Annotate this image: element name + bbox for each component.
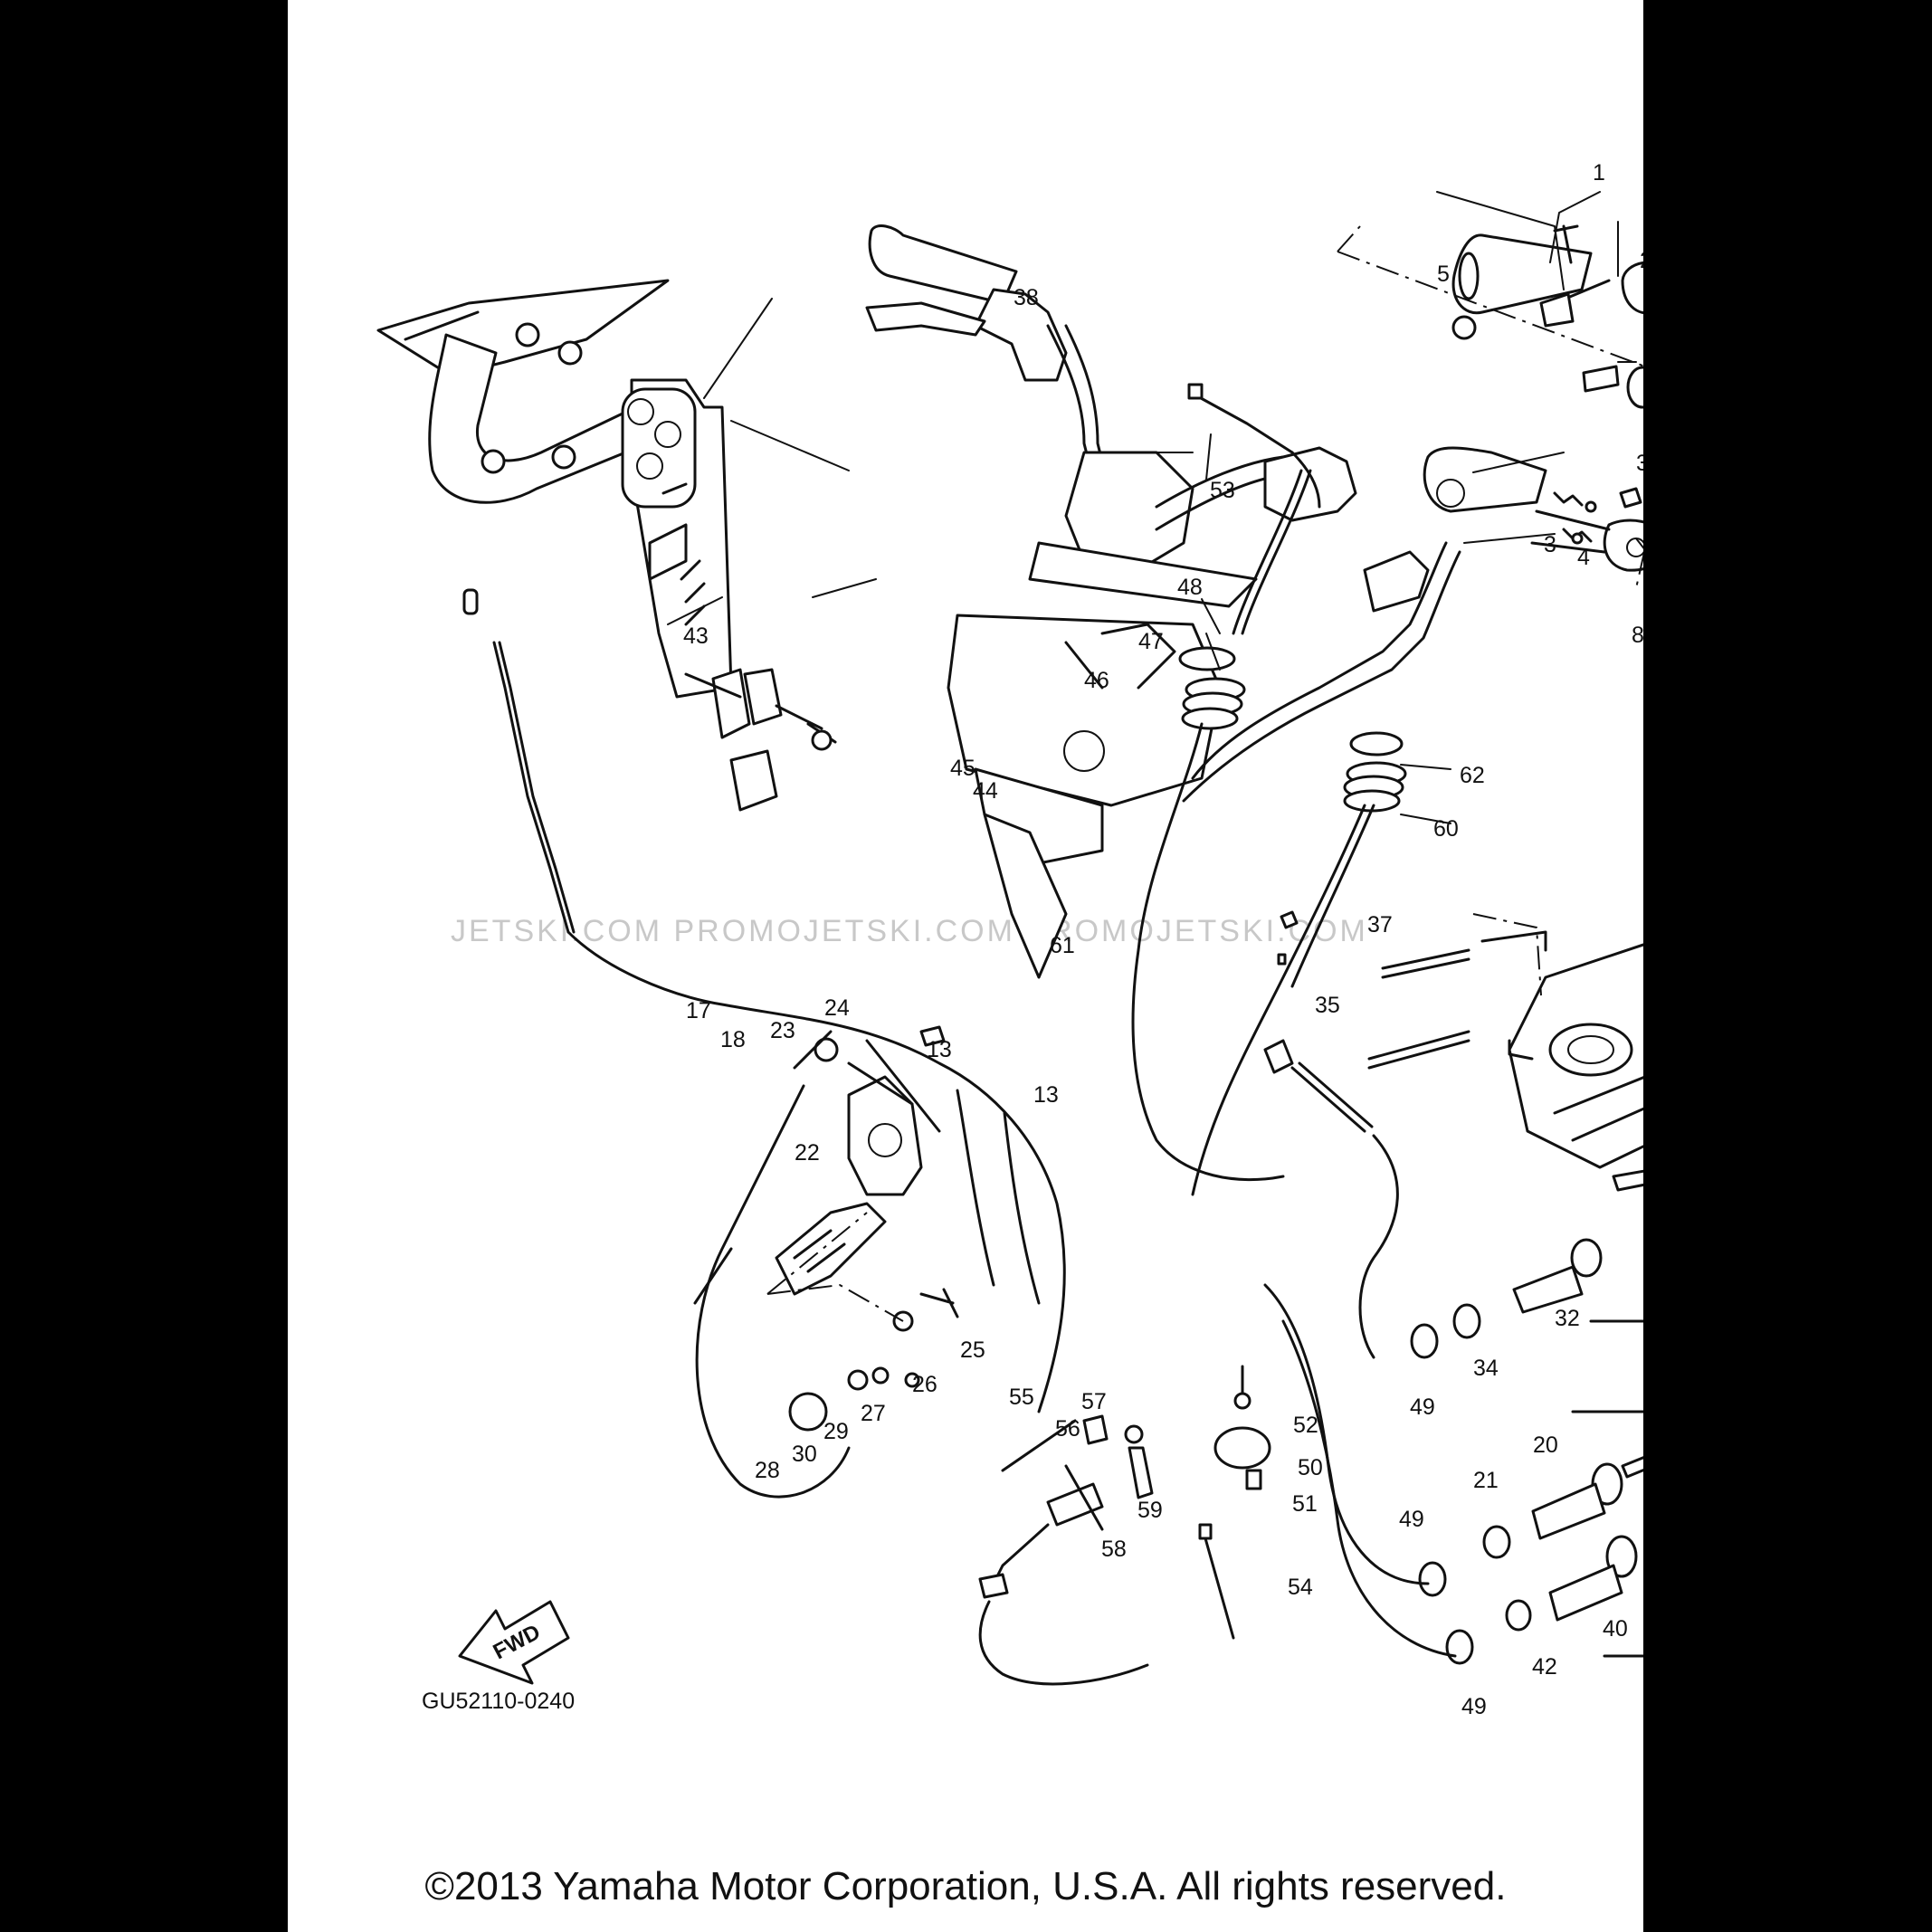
callout-28: 28 bbox=[755, 1458, 780, 1483]
choke-cable-parts bbox=[1410, 1169, 1643, 1665]
diagram-code: GU52110-0240 bbox=[422, 1689, 575, 1714]
callout-30: 30 bbox=[792, 1442, 817, 1467]
callout-24: 24 bbox=[824, 995, 850, 1021]
callout-32: 32 bbox=[1555, 1306, 1580, 1331]
diagram-sheet: JETSKI.COM PROMOJETSKI.COM PROMOJETSKI.C… bbox=[288, 0, 1643, 1932]
callout-49a: 49 bbox=[1410, 1394, 1435, 1420]
exploded-parts-diagram: JETSKI.COM PROMOJETSKI.COM PROMOJETSKI.C… bbox=[376, 160, 1643, 1719]
callout-27: 27 bbox=[861, 1401, 886, 1426]
throttle-mechanism bbox=[693, 1025, 1041, 1499]
callout-40: 40 bbox=[1603, 1616, 1628, 1642]
callout-60: 60 bbox=[1433, 816, 1459, 842]
callout-45: 45 bbox=[950, 756, 976, 781]
callout-50: 50 bbox=[1298, 1455, 1323, 1480]
handlebar-assembly bbox=[865, 224, 1461, 979]
callout-49c: 49 bbox=[1461, 1694, 1487, 1719]
right-grip-assembly bbox=[1337, 224, 1643, 367]
carb-cables bbox=[1263, 910, 1470, 1359]
callout-43: 43 bbox=[683, 623, 709, 649]
callout-1: 1 bbox=[1593, 160, 1605, 186]
callout-26: 26 bbox=[912, 1372, 937, 1397]
callout-52: 52 bbox=[1293, 1413, 1318, 1438]
callout-38: 38 bbox=[1014, 285, 1039, 310]
callout-48: 48 bbox=[1177, 575, 1203, 600]
callout-18: 18 bbox=[720, 1027, 746, 1052]
callout-55: 55 bbox=[1009, 1385, 1034, 1410]
callout-25: 25 bbox=[960, 1337, 985, 1363]
callout-49b: 49 bbox=[1399, 1507, 1424, 1532]
callout-53: 53 bbox=[1210, 478, 1235, 503]
cable-53-and-boots bbox=[1131, 383, 1407, 1196]
callout-13a: 13 bbox=[927, 1037, 952, 1062]
callout-54: 54 bbox=[1288, 1575, 1313, 1600]
callout-56: 56 bbox=[1055, 1416, 1080, 1442]
callout-8: 8 bbox=[1632, 623, 1643, 648]
callout-44: 44 bbox=[973, 778, 998, 804]
callout-57: 57 bbox=[1081, 1389, 1107, 1414]
callout-22: 22 bbox=[795, 1140, 820, 1166]
callout-37: 37 bbox=[1367, 912, 1393, 937]
callout-51: 51 bbox=[1292, 1491, 1318, 1517]
callout-46: 46 bbox=[1084, 668, 1109, 693]
fwd-arrow: FWD bbox=[458, 1600, 570, 1685]
callout-20: 20 bbox=[1533, 1432, 1558, 1458]
callout-4b: 4 bbox=[1577, 545, 1590, 570]
callout-59: 59 bbox=[1137, 1498, 1163, 1523]
callout-7: 7 bbox=[1642, 593, 1643, 618]
callout-35: 35 bbox=[1315, 993, 1340, 1018]
throttle-lever-assembly bbox=[376, 279, 733, 699]
callout-labels: 1 2 3 3 4 4 5 6 7 8 9 10 11 12 13 13 14 … bbox=[683, 160, 1643, 1719]
cable-43 bbox=[462, 588, 1066, 1413]
callout-34: 34 bbox=[1473, 1356, 1499, 1381]
callout-2: 2 bbox=[1640, 248, 1643, 273]
callout-62: 62 bbox=[1460, 763, 1485, 788]
bracket-parts bbox=[684, 668, 837, 812]
copyright-text: ©2013 Yamaha Motor Corporation, U.S.A. A… bbox=[424, 1864, 1507, 1908]
watermark: JETSKI.COM PROMOJETSKI.COM PROMOJETSKI.C… bbox=[451, 914, 1368, 948]
leader-lines bbox=[667, 191, 1643, 824]
clamp-and-tie bbox=[1198, 1365, 1271, 1640]
callout-42: 42 bbox=[1532, 1654, 1557, 1680]
callout-47: 47 bbox=[1138, 629, 1164, 654]
callout-21: 21 bbox=[1473, 1468, 1499, 1493]
callout-29: 29 bbox=[823, 1419, 849, 1444]
callout-13b: 13 bbox=[1033, 1082, 1059, 1108]
right-fasteners bbox=[1582, 365, 1643, 409]
sensor-bracket bbox=[978, 1414, 1154, 1686]
callout-3b: 3 bbox=[1544, 532, 1556, 557]
callout-5: 5 bbox=[1437, 262, 1450, 287]
callout-3a: 3 bbox=[1636, 451, 1643, 476]
carburetor-assembly bbox=[1472, 913, 1643, 1169]
callout-17a: 17 bbox=[686, 998, 711, 1023]
callout-23: 23 bbox=[770, 1018, 795, 1043]
lower-cable-routes bbox=[1263, 1283, 1457, 1658]
callout-61: 61 bbox=[1050, 933, 1075, 958]
callout-58: 58 bbox=[1101, 1537, 1127, 1562]
